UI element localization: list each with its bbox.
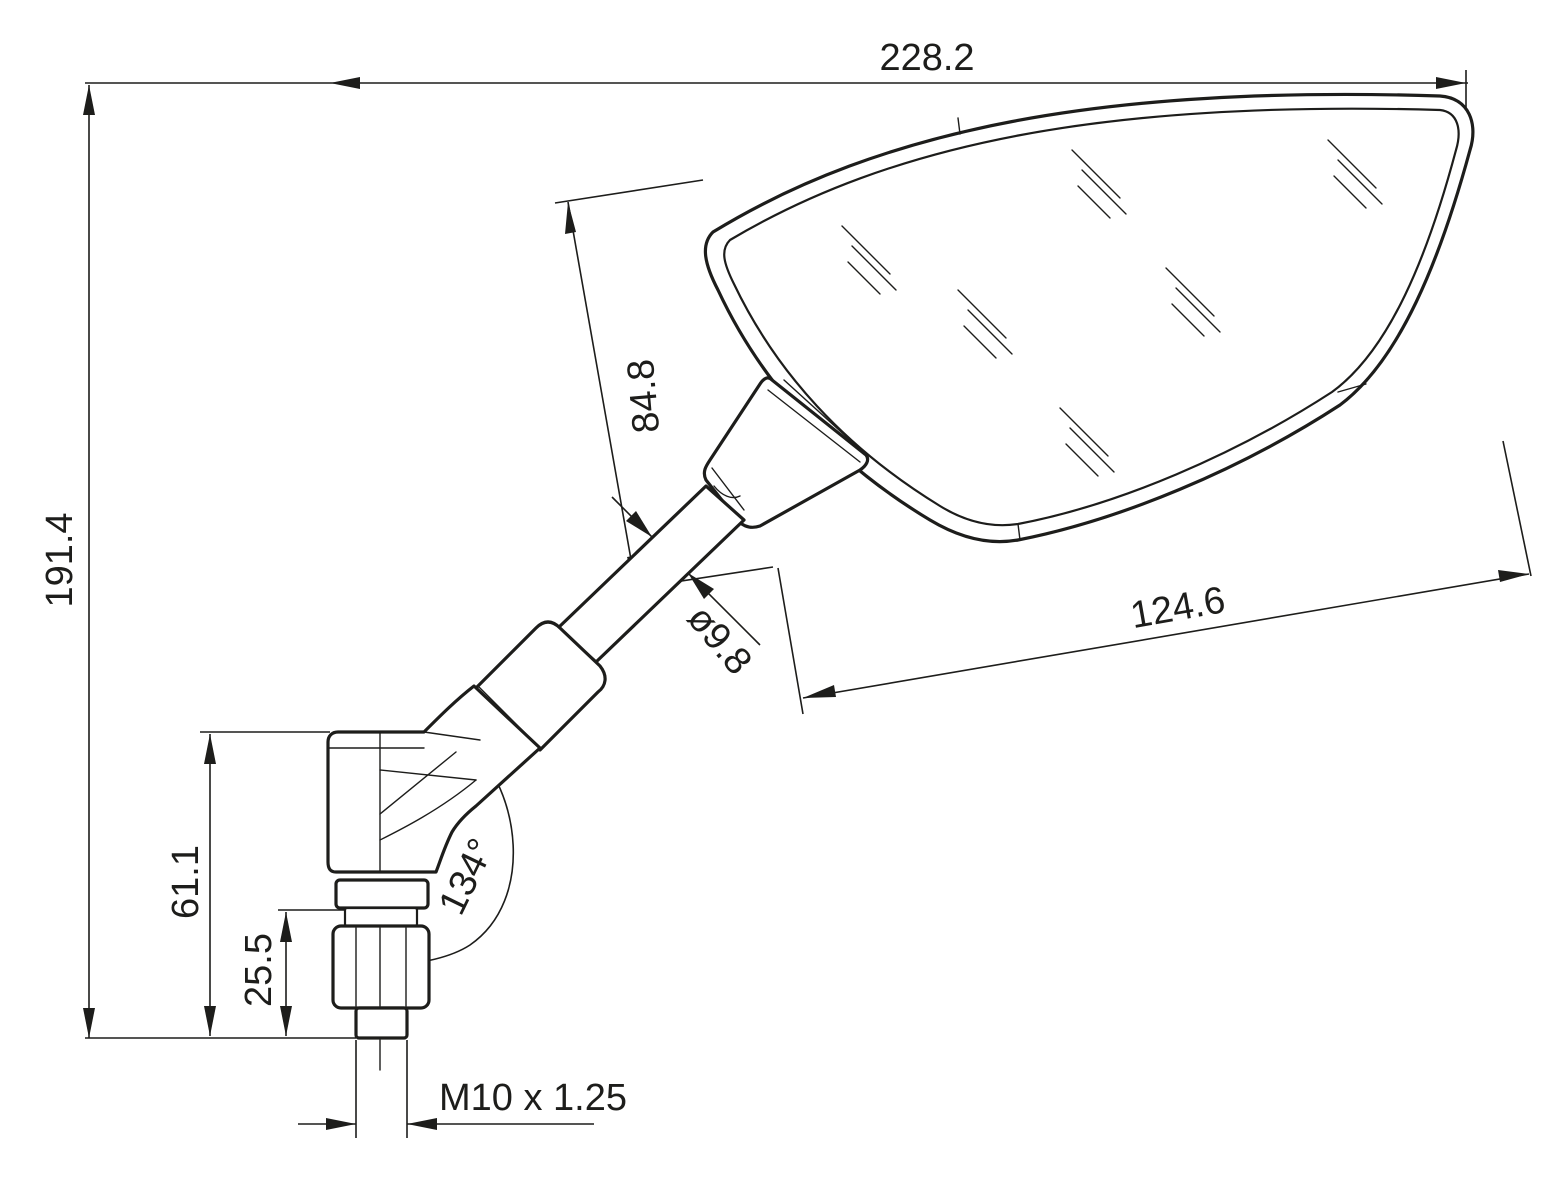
label-mount-height: 61.1 <box>165 845 207 919</box>
glass-reflection-marks <box>841 139 1383 477</box>
mirror-head <box>703 92 1475 544</box>
label-arm-length: 84.8 <box>620 357 668 434</box>
label-thread-length: 25.5 <box>238 933 280 1007</box>
dimension-labels: 228.2 191.4 84.8 ø9.8 124.6 61.1 25.5 13… <box>39 37 1228 1119</box>
label-overall-height: 191.4 <box>39 512 81 607</box>
label-overall-width: 228.2 <box>879 37 974 79</box>
label-thread-spec: M10 x 1.25 <box>439 1077 627 1119</box>
label-rod-diameter: ø9.8 <box>679 598 760 683</box>
threaded-mount <box>331 878 431 1071</box>
mount-block <box>326 684 542 874</box>
